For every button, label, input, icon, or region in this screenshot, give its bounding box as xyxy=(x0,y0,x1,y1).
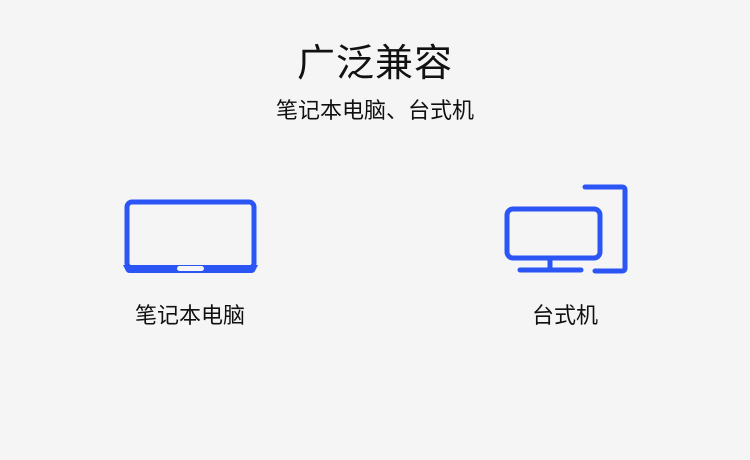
laptop-label: 笔记本电脑 xyxy=(134,304,245,329)
page-subtitle: 笔记本电脑、台式机 xyxy=(275,99,474,124)
laptop-icon xyxy=(123,199,258,273)
desktop-icon xyxy=(504,184,628,274)
desktop-label: 台式机 xyxy=(531,304,598,329)
page-title: 广泛兼容 xyxy=(296,41,453,85)
desktop-feature: 台式机 xyxy=(445,180,685,340)
laptop-feature: 笔记本电脑 xyxy=(70,180,310,340)
